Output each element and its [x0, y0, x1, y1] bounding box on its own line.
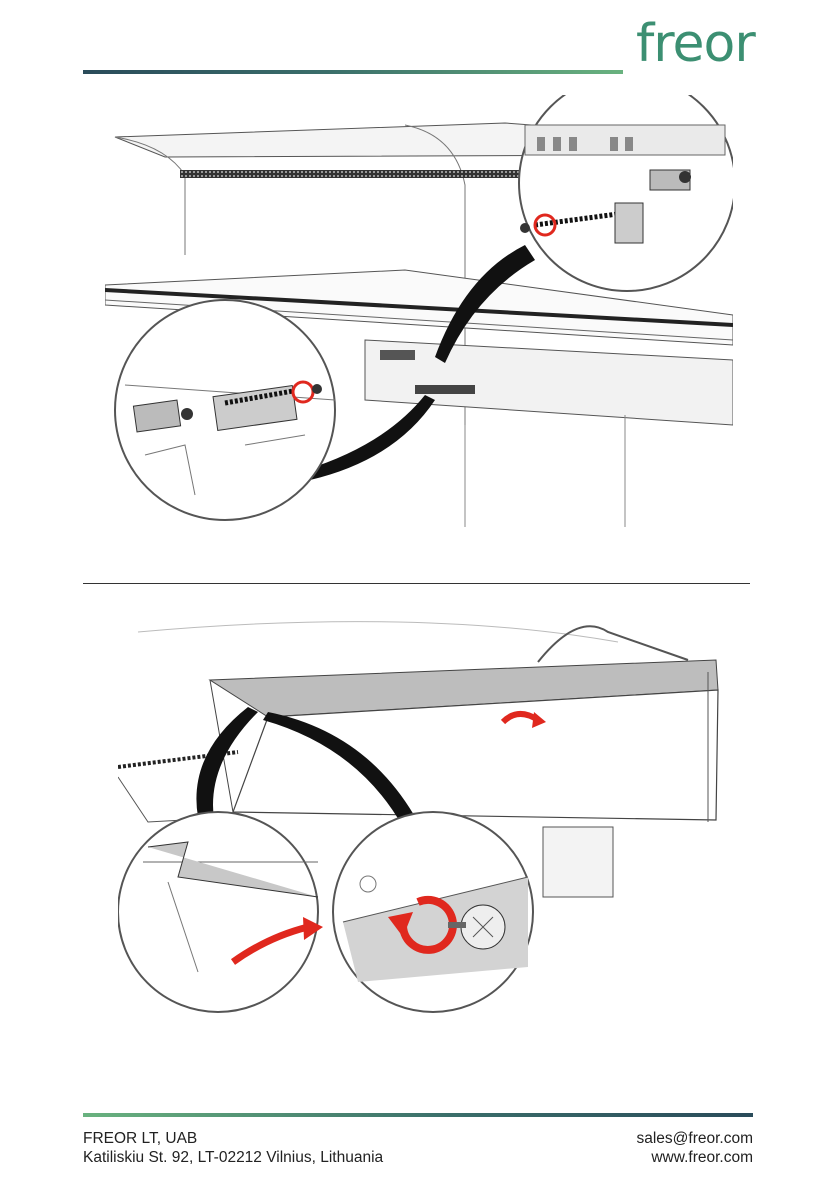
footer-website-link[interactable]: www.freor.com — [651, 1148, 753, 1168]
footer-company-name: FREOR LT, UAB — [83, 1129, 197, 1149]
footer-address: Katiliskiu St. 92, LT-02212 Vilnius, Lit… — [83, 1148, 383, 1168]
bracket-upper — [380, 350, 415, 360]
section-divider — [83, 583, 750, 584]
header-rule — [83, 70, 623, 74]
footer-rule — [83, 1113, 753, 1117]
illustration-top — [105, 95, 733, 527]
bracket-lower — [415, 385, 475, 394]
illustration-bottom — [118, 612, 730, 1020]
footer-email-link[interactable]: sales@freor.com — [636, 1129, 753, 1149]
freor-logo: freor — [636, 18, 755, 70]
